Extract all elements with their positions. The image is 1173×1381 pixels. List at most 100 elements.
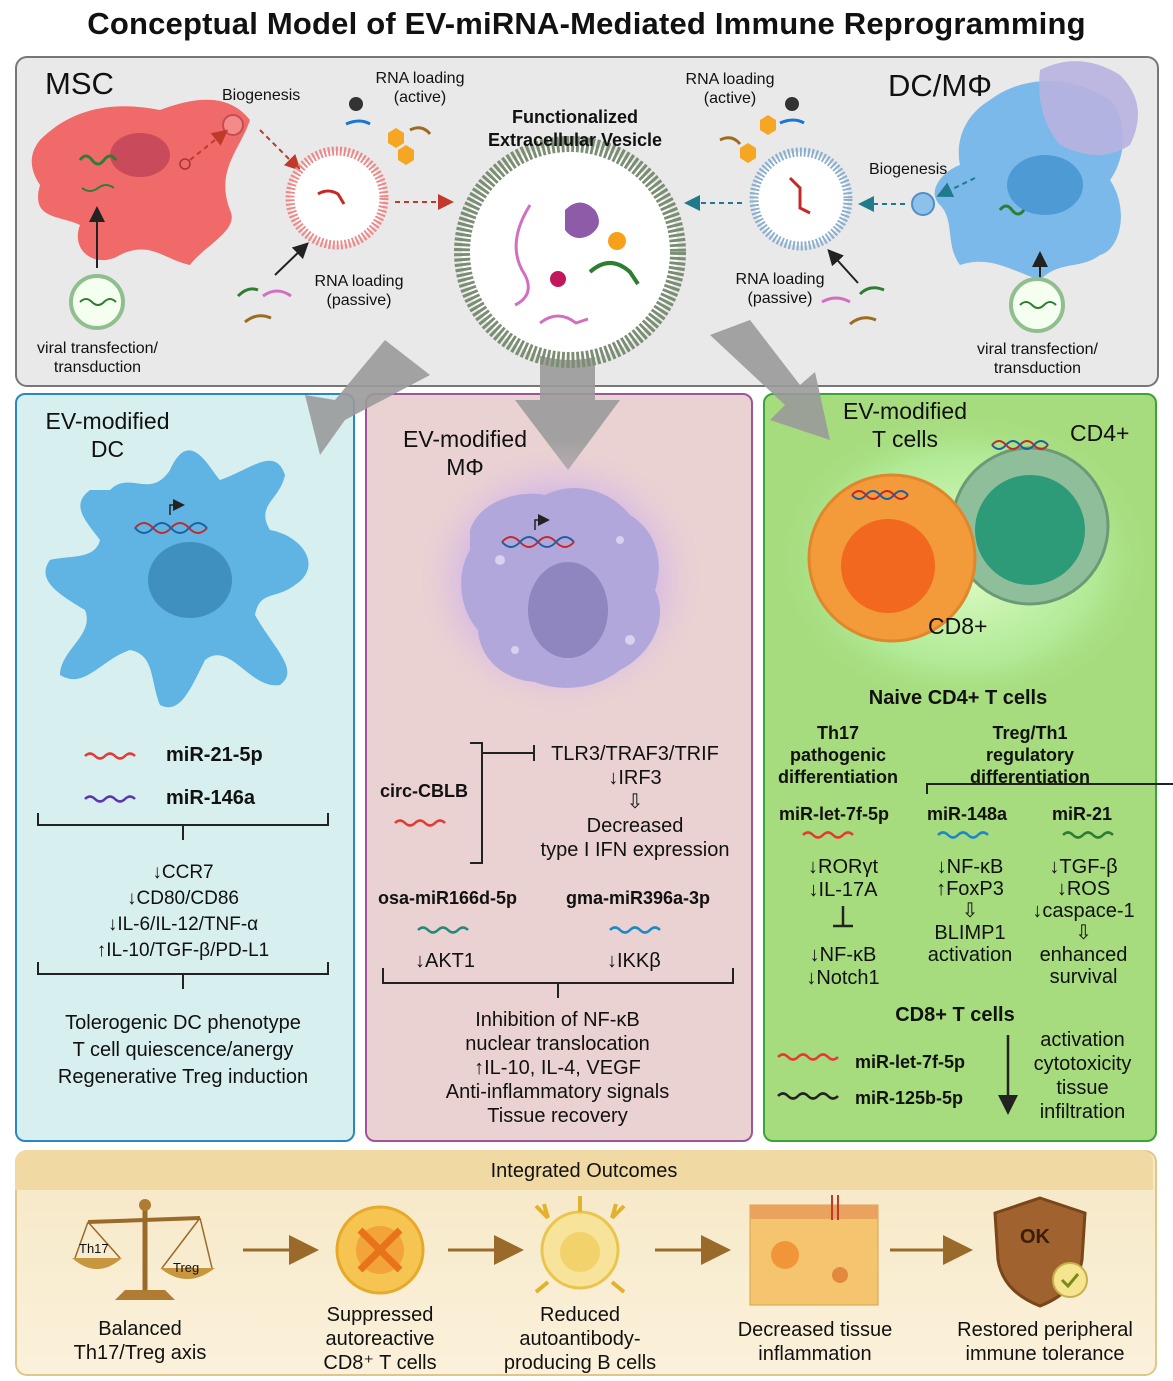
t-title-line1: EV-modified [842, 398, 967, 424]
dc-macrophage-cell [934, 61, 1138, 280]
mir-21-5p-strand [84, 752, 136, 760]
th17-effect: ↓RORγt [808, 856, 878, 878]
viral-vector-right [1009, 277, 1065, 333]
mp-title-line2: MΦ [446, 454, 484, 480]
t-title-line2: T cells [871, 426, 939, 452]
rna-loading-passive-right-line1: RNA loading [735, 271, 825, 288]
th17-line: differentiation [778, 767, 898, 787]
msc-small-circle [179, 158, 191, 170]
viral-transfection-right: viral transfection/ transduction [955, 340, 1120, 378]
outcome-2-line: autoreactive [325, 1328, 435, 1350]
msc-loading-vesicle [285, 146, 389, 250]
mp-panel-title: EV-modified MΦ [390, 425, 540, 481]
viral-left-line1: viral transfection/ [37, 340, 158, 357]
rna-loading-passive-left: RNA loading (passive) [299, 272, 419, 310]
outcome-4-line: inflammation [758, 1343, 872, 1365]
cd8-effect: activation [1040, 1029, 1125, 1051]
akt1-label: ↓AKT1 [415, 950, 476, 972]
mp-outcome: Anti-inflammatory signals [445, 1081, 670, 1103]
mir-146a-strand [84, 795, 136, 803]
cd8-let7-label: miR-let-7f-5p [855, 1052, 966, 1072]
mp-outcome: Inhibition of NF-κB [475, 1009, 640, 1031]
outcome-2-line: CD8⁺ T cells [323, 1352, 437, 1374]
b-cell-icon [534, 1196, 626, 1294]
mir21-effect: ↓ROS [1056, 878, 1111, 900]
rna-loading-active-left: RNA loading (active) [360, 69, 480, 107]
cd4-t-cell [950, 446, 1110, 606]
gma-mir-label: gma-miR396a-3p [566, 888, 711, 908]
mir21-effect: ↓TGF-β [1049, 856, 1118, 878]
rna-loading-passive-left-line1: RNA loading [314, 273, 404, 290]
cd8-t-cell [807, 473, 977, 643]
mp-pathway-line: ↓IRF3 [608, 767, 662, 789]
rna-loading-active-right: RNA loading (active) [670, 70, 790, 108]
th17-line: pathogenic [789, 745, 886, 765]
mp-outcome: nuclear translocation [465, 1033, 650, 1055]
outcome-4: Decreased tissue inflammation [720, 1318, 910, 1366]
treg-heading: Treg/Th1 regulatory differentiation [945, 722, 1115, 788]
outcome-3-line: Reduced [539, 1304, 621, 1326]
outcome-1-line: Balanced [98, 1318, 182, 1340]
naive-cd4-heading: Naive CD4+ T cells [868, 687, 1048, 709]
osa-mir-label: osa-miR166d-5p [378, 888, 518, 908]
mir21-effects: ↓TGF-β ↓ROS ↓caspace-1 ⇩ enhanced surviv… [1026, 856, 1141, 988]
mir148a-effect: activation [927, 944, 1013, 966]
balance-scale-icon [72, 1199, 215, 1300]
dc-title-line2: DC [90, 436, 125, 462]
outcome-5: Restored peripheral immune tolerance [945, 1318, 1145, 1366]
cd8-effects: activation cytotoxicity tissue infiltrat… [1020, 1028, 1145, 1124]
dc-panel-title: EV-modified DC [20, 407, 195, 463]
viral-left-line2: transduction [53, 359, 142, 376]
cd4-label: CD4+ [1070, 420, 1130, 446]
gray-arrow-left [305, 340, 430, 455]
viral-vector-left [69, 274, 125, 330]
outcome-3-line: autoantibody- [519, 1328, 641, 1350]
mir148a-label: miR-148a [927, 804, 1008, 824]
ev-modified-macrophage-cell [461, 487, 661, 688]
mir21-effect: ↓caspace-1 [1032, 900, 1135, 922]
outcome-1-line: Th17/Treg axis [73, 1342, 207, 1364]
th17-scale-tag: Th17 [79, 1241, 109, 1256]
mir148a-effect: ⇩ [961, 900, 979, 922]
dc-effect: ↓CD80/CD86 [127, 888, 239, 909]
ev-title: Functionalized Extracellular Vesicle [460, 106, 690, 152]
treg-line: Treg/Th1 [992, 723, 1068, 743]
ev-title-line2: Extracellular Vesicle [487, 130, 663, 150]
outcomes-header-bar [15, 1150, 1153, 1190]
ev-title-line1: Functionalized [512, 107, 638, 127]
rna-loading-passive-left-line2: (passive) [326, 292, 392, 309]
cd8-effect: tissue [1056, 1077, 1109, 1099]
treg-line: regulatory [985, 745, 1075, 765]
ev-modified-dc-cell [45, 450, 309, 708]
cd8-mir125-strand [777, 1092, 839, 1100]
dc-effect: ↓CCR7 [152, 862, 214, 883]
dc-outcome: Regenerative Treg induction [57, 1066, 309, 1088]
mir21-label: miR-21 [1052, 804, 1113, 824]
rna-loading-passive-right-line2: (passive) [747, 290, 813, 307]
mp-title-line1: EV-modified [402, 426, 527, 452]
mir148a-effect: ↑FoxP3 [936, 878, 1004, 900]
cd8-effect: cytotoxicity [1033, 1053, 1132, 1075]
outcome-3-line: producing B cells [503, 1352, 657, 1374]
gma-mir-strand [609, 926, 661, 934]
circ-cblb-strand [394, 819, 446, 827]
cd8-heading: CD8+ T cells [895, 1004, 1015, 1026]
ikkb-label: ↓IKKβ [607, 950, 661, 972]
mp-pathway-line: ⇩ [626, 791, 644, 813]
dc-effect: ↑IL-10/TGF-β/PD-L1 [96, 940, 270, 961]
dc-title-line1: EV-modified [45, 408, 170, 434]
mir148a-effects: ↓NF-κB ↑FoxP3 ⇩ BLIMP1 activation [915, 856, 1025, 966]
dc-mp-label: DC/MΦ [888, 68, 992, 103]
cd8-label: CD8+ [928, 613, 988, 639]
mir21-effect: ⇩ [1075, 922, 1092, 944]
cd8-effect: infiltration [1039, 1101, 1126, 1123]
outcome-2: Suppressed autoreactive CD8⁺ T cells [295, 1303, 465, 1375]
mp-pathway-line: Decreased [586, 815, 684, 837]
circ-cblb-label: circ-CBLB [380, 781, 469, 801]
gray-arrow-right [710, 320, 830, 440]
shield-icon [993, 1196, 1088, 1308]
mp-pathway-line: TLR3/TRAF3/TRIF [551, 743, 719, 765]
t-panel-title: EV-modified T cells [820, 397, 990, 453]
cd8-let7-strand [777, 1053, 839, 1061]
